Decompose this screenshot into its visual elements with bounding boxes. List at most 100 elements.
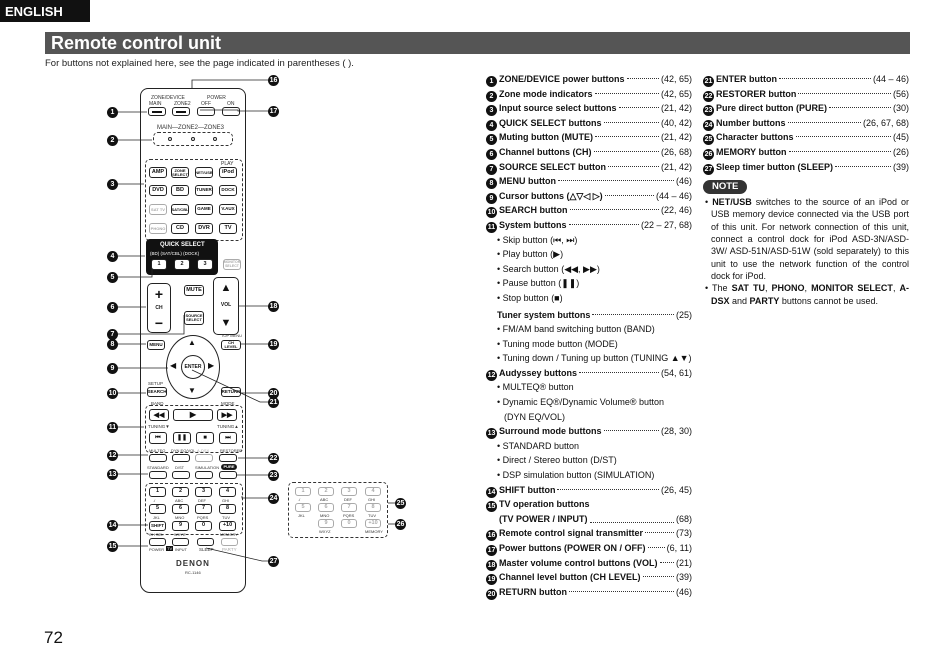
power-on-button[interactable] xyxy=(222,107,240,116)
tv-power-button[interactable] xyxy=(149,538,166,546)
a-dsx-label: A-DSX xyxy=(197,448,210,453)
sub-item: • Tuning down / Tuning up button (TUNING… xyxy=(497,353,692,364)
volume-buttons[interactable]: ▲ VOL ▼ xyxy=(213,277,239,335)
panel-key-7[interactable]: 7 xyxy=(341,503,357,512)
enter-button[interactable]: ENTER xyxy=(181,355,205,379)
tv-power-label: POWER xyxy=(149,547,165,552)
panel-key-0[interactable]: 0 xyxy=(341,519,357,528)
v-aux-button[interactable]: V.AUX xyxy=(219,204,237,215)
note-bold-party: PARTY xyxy=(749,295,780,306)
key-9-button[interactable]: 9 xyxy=(172,521,189,531)
mute-button[interactable]: MUTE xyxy=(184,285,204,296)
key-3-button[interactable]: 3 xyxy=(195,487,212,497)
ch-level-button[interactable]: CH LEVEL xyxy=(221,340,241,350)
tv-input-button[interactable] xyxy=(172,538,189,546)
tuner-page: (25) xyxy=(675,309,692,320)
return-button[interactable]: RETURN xyxy=(221,387,241,397)
item-page: (22 – 27, 68) xyxy=(640,219,692,230)
source-select-button[interactable]: SOURCE SELECT xyxy=(184,311,204,325)
panel-key-6[interactable]: 6 xyxy=(318,503,334,512)
panel-key-5[interactable]: 5 xyxy=(295,503,311,512)
zone-select-button[interactable]: ZONE SELECT xyxy=(171,167,189,178)
zone-zone2-button[interactable] xyxy=(172,107,190,116)
pure-button[interactable] xyxy=(219,471,237,479)
sat-cbl-button[interactable]: SAT/CBL xyxy=(171,204,189,215)
item-page: (46) xyxy=(675,176,692,187)
key-2-button[interactable]: 2 xyxy=(172,487,189,497)
shift-button[interactable]: SHIFT xyxy=(149,521,166,531)
tv-button[interactable]: TV xyxy=(219,223,237,234)
a-dsx-button[interactable] xyxy=(195,454,213,462)
key-1-button[interactable]: 1 xyxy=(149,487,166,497)
simulation-button[interactable] xyxy=(195,471,213,479)
key-5-button[interactable]: 5 xyxy=(149,504,166,514)
sleep-button[interactable] xyxy=(197,538,214,546)
dyn-eq-button[interactable] xyxy=(172,454,190,462)
panel-key-2[interactable]: 2 xyxy=(318,487,334,496)
cursor-down-icon[interactable]: ▼ xyxy=(188,386,196,395)
rewind-icon: ◀◀ xyxy=(153,411,165,419)
quick-select-3-button[interactable]: 3 xyxy=(197,259,213,270)
note-bold-adsx: A-DSX xyxy=(711,283,909,306)
item-label: Sleep timer button (SLEEP) xyxy=(716,161,834,172)
search-button[interactable]: SEARCH xyxy=(147,387,167,397)
menu-button[interactable]: MENU xyxy=(147,340,165,350)
callout-2: 2 xyxy=(107,135,118,146)
skip-forward-button[interactable]: ⏭ xyxy=(219,432,237,444)
dvd-button[interactable]: DVD xyxy=(149,185,167,196)
cursor-up-icon[interactable]: ▲ xyxy=(188,338,196,347)
panel-key-4[interactable]: 4 xyxy=(365,487,381,496)
key-sub-8: TUV xyxy=(222,515,230,520)
search-forward-button[interactable]: ▶▶ xyxy=(217,409,237,421)
key-8-button[interactable]: 8 xyxy=(219,504,236,514)
stop-button[interactable]: ■ xyxy=(196,432,214,444)
key-4-button[interactable]: 4 xyxy=(219,487,236,497)
leader-dots xyxy=(642,576,674,578)
quick-select-2-button[interactable]: 2 xyxy=(174,259,190,270)
panel-key-plus10[interactable]: +10 xyxy=(365,519,381,528)
standard-button[interactable] xyxy=(149,471,167,479)
item-label: TV operation buttons xyxy=(499,499,590,510)
key-0-button[interactable]: 0 xyxy=(195,521,212,531)
cursor-right-icon[interactable]: ▶ xyxy=(208,361,215,370)
party-button[interactable] xyxy=(221,538,238,546)
cd-button[interactable]: CD xyxy=(171,223,189,234)
note-bold-monitor: MONITOR SELECT xyxy=(811,283,893,294)
tuner-button[interactable]: TUNER xyxy=(195,185,213,196)
phono-button[interactable]: PHONO xyxy=(149,223,167,234)
sat-tv-button[interactable]: SAT TV xyxy=(149,204,167,215)
ipod-button[interactable]: iPod xyxy=(219,167,237,178)
panel-key-8[interactable]: 8 xyxy=(365,503,381,512)
panel-key-9[interactable]: 9 xyxy=(318,519,334,528)
skip-back-button[interactable]: ⏮ xyxy=(149,432,167,444)
bd-button[interactable]: BD xyxy=(171,185,189,196)
multeq-button[interactable] xyxy=(149,454,167,462)
dock-button[interactable]: DOCK xyxy=(219,185,237,196)
key-6-button[interactable]: 6 xyxy=(172,504,189,514)
d-st-button[interactable] xyxy=(172,471,190,479)
panel-key-1[interactable]: 1 xyxy=(295,487,311,496)
dvr-button[interactable]: DVR xyxy=(195,223,213,234)
pause-button[interactable]: ❚❚ xyxy=(173,432,191,444)
game-button[interactable]: GAME xyxy=(195,204,213,215)
quick-select-1-button[interactable]: 1 xyxy=(151,259,167,270)
panel-key-3[interactable]: 3 xyxy=(341,487,357,496)
key-plus10-button[interactable]: +10 xyxy=(219,521,236,531)
power-off-button[interactable] xyxy=(197,107,215,116)
minus-icon xyxy=(176,110,186,113)
monitor-select-button[interactable]: MONITOR SELECT xyxy=(223,259,241,270)
net-usb-button[interactable]: NET/USB xyxy=(195,167,213,178)
key-7-button[interactable]: 7 xyxy=(195,504,212,514)
item-number: 9 xyxy=(486,192,497,204)
amp-button[interactable]: AMP xyxy=(149,167,167,178)
item-number: 24 xyxy=(703,119,714,131)
zone-main-button[interactable] xyxy=(148,107,166,116)
play-button[interactable]: ▶ xyxy=(173,409,213,421)
channel-buttons[interactable]: + CH − xyxy=(147,283,171,333)
callout-19: 19 xyxy=(268,339,279,350)
leader-dots xyxy=(779,78,871,79)
cursor-left-icon[interactable]: ◀ xyxy=(170,361,177,370)
search-back-button[interactable]: ◀◀ xyxy=(149,409,169,421)
restorer-button[interactable] xyxy=(219,454,237,462)
